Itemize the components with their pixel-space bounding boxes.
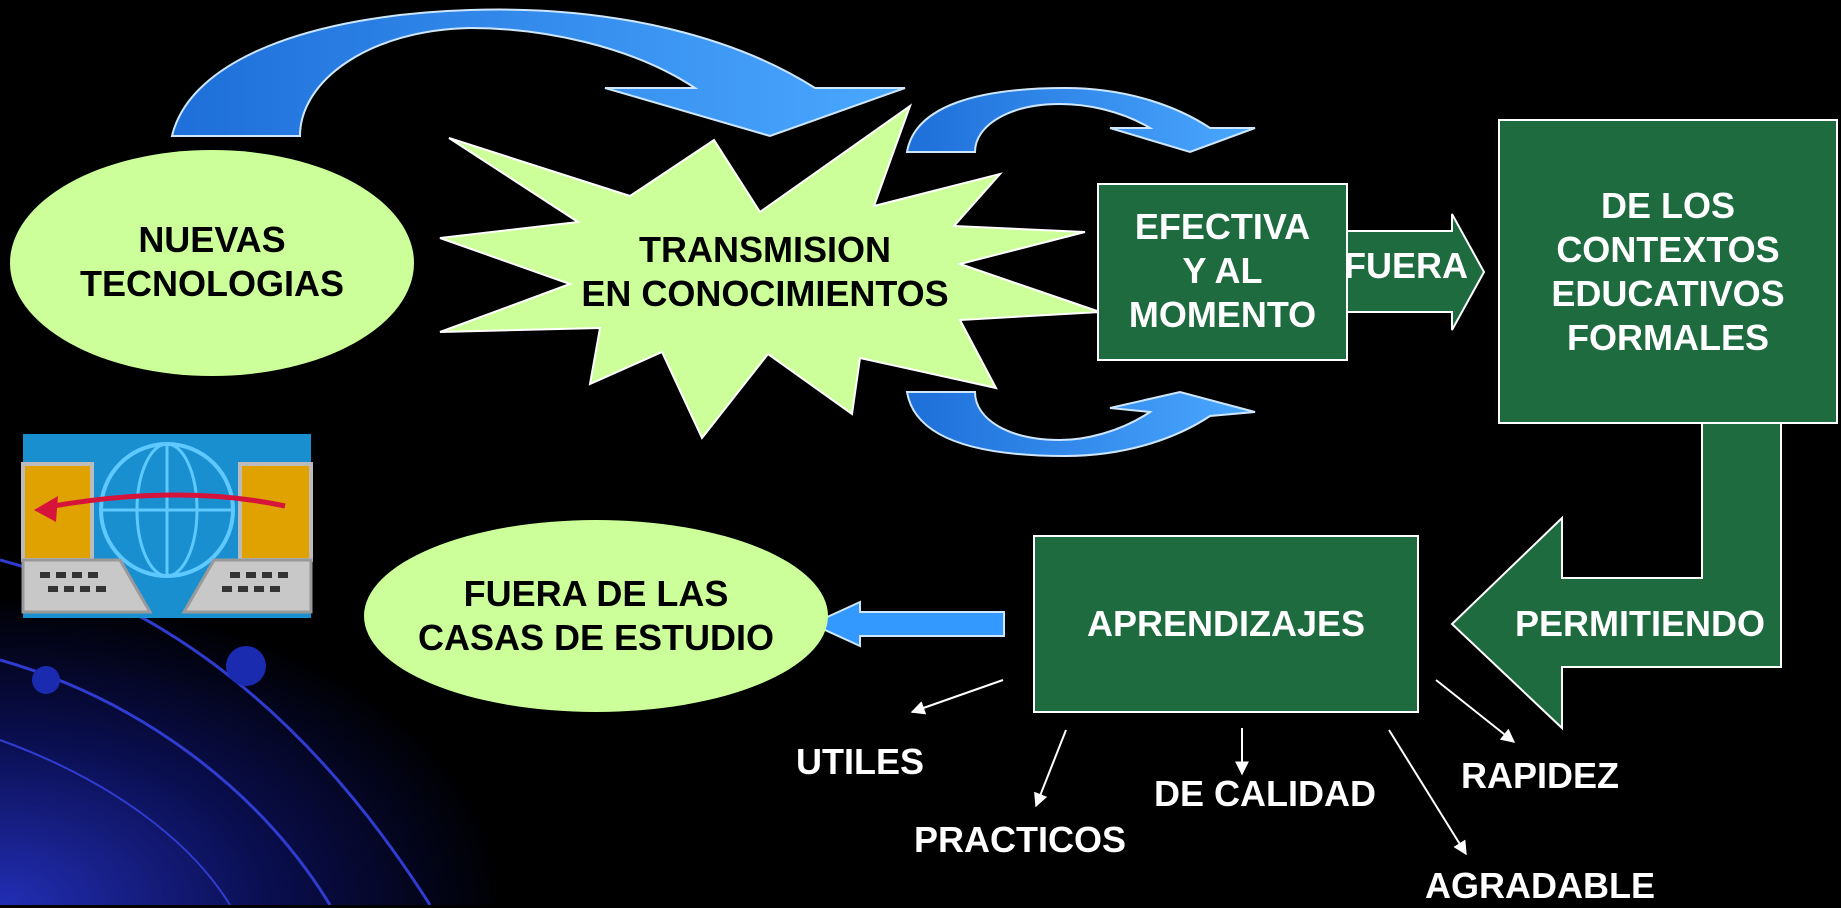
label-contextos-line1: DE LOS xyxy=(1600,185,1735,226)
label-efectiva-line1: EFECTIVA xyxy=(1134,206,1311,247)
node-contextos-box xyxy=(1498,119,1838,424)
label-nuevas-line1: NUEVAS xyxy=(138,219,286,260)
label-efectiva: EFECTIVA Y AL MOMENTO xyxy=(1098,205,1347,337)
label-fuera: FUERA xyxy=(1344,245,1468,286)
label-transmision-line2: EN CONOCIMIENTOS xyxy=(581,273,949,314)
label-casas-de-estudio: FUERA DE LAS CASAS DE ESTUDIO xyxy=(380,572,812,660)
quality-utiles: UTILES xyxy=(795,741,924,782)
curved-arrow-small-bottom xyxy=(905,390,1256,458)
node-aprendizajes-box xyxy=(1033,535,1419,713)
curved-arrow-small-top xyxy=(905,86,1256,154)
quality-de-calidad: DE CALIDAD xyxy=(1154,773,1376,814)
label-transmision: TRANSMISION EN CONOCIMIENTOS xyxy=(560,228,970,316)
label-contextos-line3: EDUCATIVOS xyxy=(1551,273,1785,314)
quality-practicos: PRACTICOS xyxy=(913,819,1126,860)
label-nuevas-tecnologias: NUEVAS TECNOLOGIAS xyxy=(62,218,362,306)
fuera-arrow-shape xyxy=(1346,213,1486,331)
label-aprendizajes: APRENDIZAJES xyxy=(1086,603,1366,644)
label-contextos: DE LOS CONTEXTOS EDUCATIVOS FORMALES xyxy=(1499,184,1837,360)
permitiendo-arrow-shape xyxy=(1450,422,1782,731)
label-transmision-line1: TRANSMISION xyxy=(639,229,891,270)
label-efectiva-line2: Y AL xyxy=(1182,250,1263,291)
quality-rapidez: RAPIDEZ xyxy=(1460,755,1619,796)
network-computers-icon xyxy=(21,434,313,618)
node-casas-de-estudio xyxy=(364,520,828,712)
curved-arrow-top xyxy=(170,8,906,138)
quality-pointers xyxy=(910,679,1516,856)
blue-arrow-left xyxy=(809,600,1005,648)
label-casas-line2: CASAS DE ESTUDIO xyxy=(417,617,775,658)
label-permitiendo: PERMITIENDO xyxy=(1514,603,1765,644)
label-contextos-line4: FORMALES xyxy=(1567,317,1769,358)
label-contextos-line2: CONTEXTOS xyxy=(1556,229,1780,270)
node-nuevas-tecnologias xyxy=(10,150,414,376)
label-efectiva-line3: MOMENTO xyxy=(1128,294,1317,335)
node-transmision-starburst xyxy=(439,103,1101,440)
label-nuevas-line2: TECNOLOGIAS xyxy=(79,263,344,304)
quality-agradable: AGRADABLE xyxy=(1425,865,1655,906)
label-casas-line1: FUERA DE LAS xyxy=(463,573,729,614)
